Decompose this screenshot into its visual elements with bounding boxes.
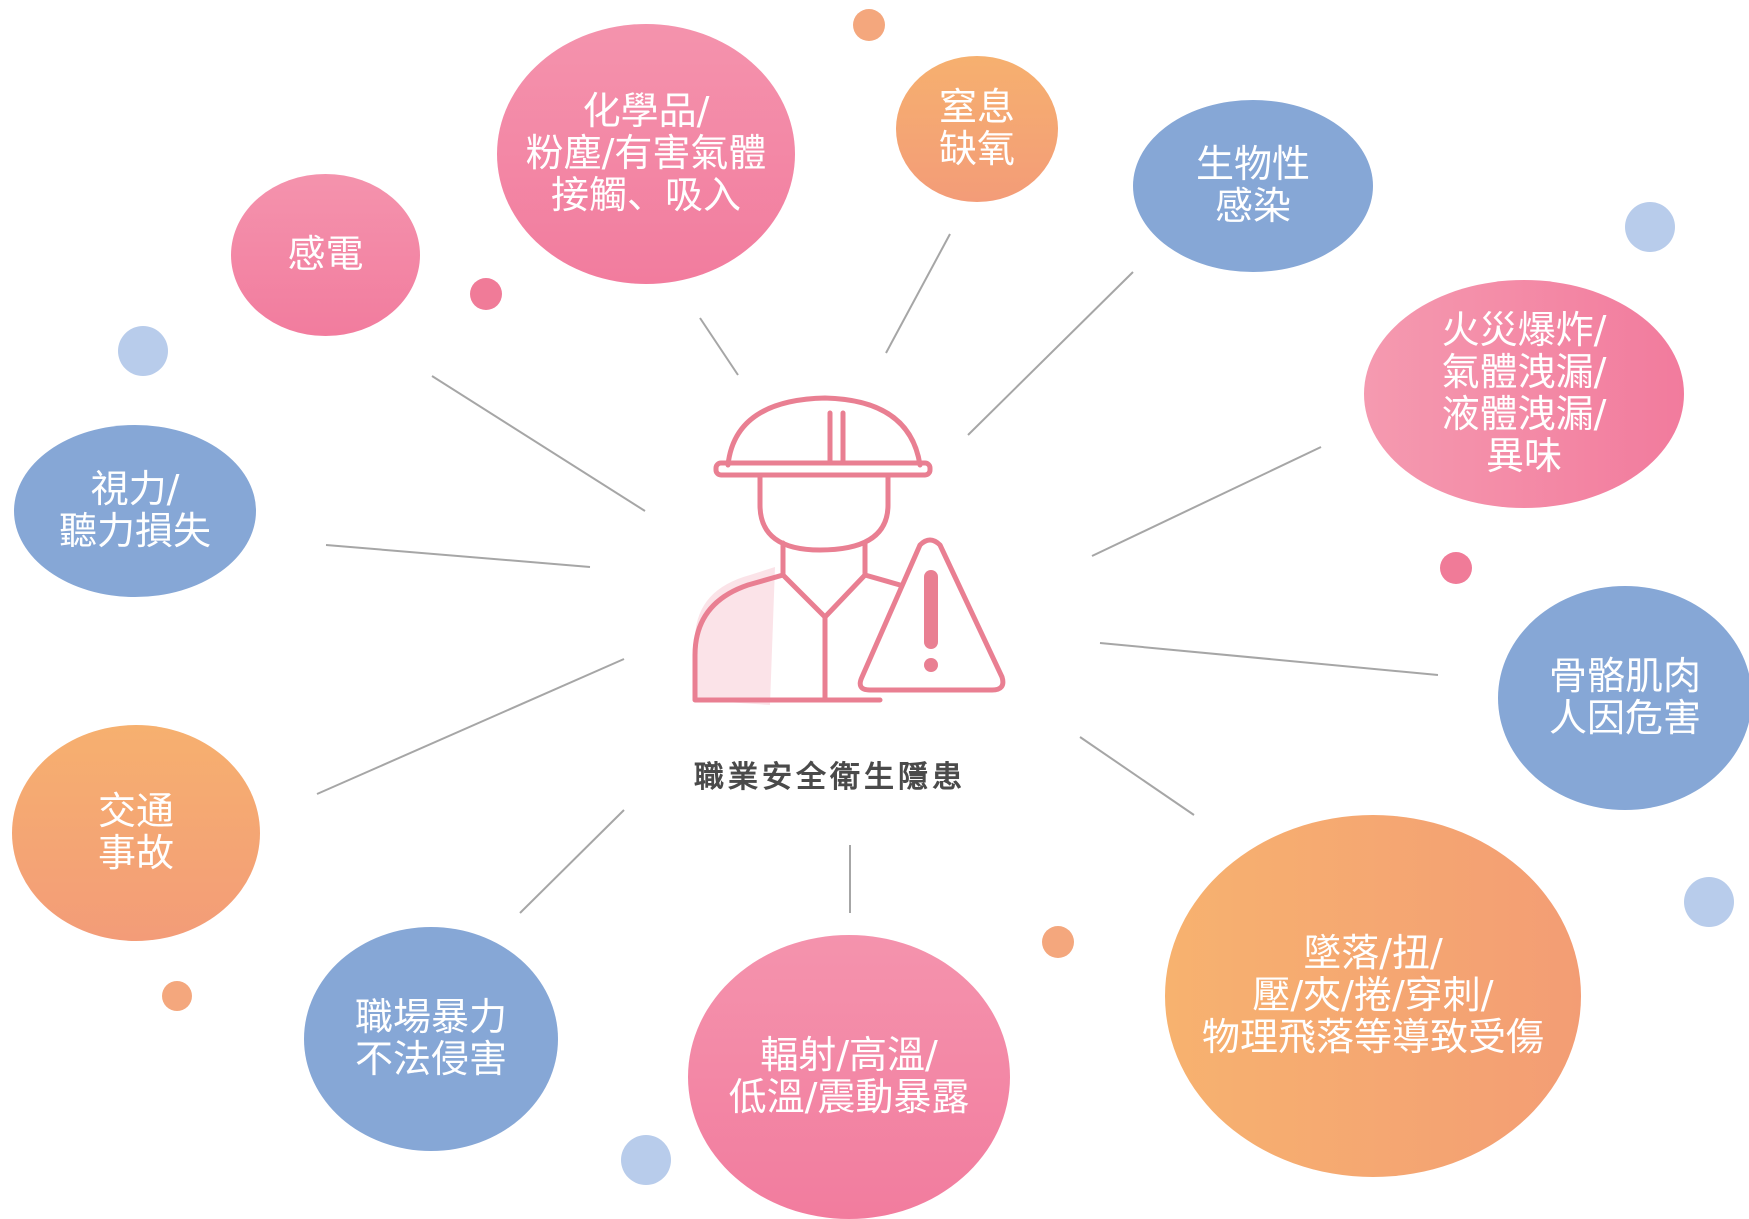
decor-dot <box>118 326 168 376</box>
hazard-label: 化學品/ <box>582 89 710 134</box>
hazard-label: 聽力損失 <box>58 509 211 553</box>
decor-dot <box>1625 202 1675 252</box>
hazard-label: 異味 <box>1485 433 1562 478</box>
hazard-label: 職場暴力 <box>354 995 507 1040</box>
decor-dot <box>470 278 502 310</box>
hazard-label: 低溫/震動暴露 <box>728 1075 970 1119</box>
connector-sight-hearing <box>325 544 591 568</box>
hazard-bubble-fire: 火災爆炸/ 氣體洩漏/ 液體洩漏/ 異味 <box>1364 280 1684 508</box>
hazard-label: 液體洩漏/ <box>1441 392 1607 436</box>
hazard-label: 輻射/高溫/ <box>760 1033 938 1078</box>
connector-electric <box>431 375 646 512</box>
hazard-label: 窒息 <box>938 85 1015 130</box>
hazard-bubble-radiation: 輻射/高溫/ 低溫/震動暴露 <box>688 935 1010 1219</box>
decor-dot <box>1440 552 1472 584</box>
hazard-label: 感染 <box>1214 184 1291 228</box>
center-title: 職業安全衛生隱患 <box>694 760 966 795</box>
hazard-bubble-falls: 墜落/扭/ 壓/夾/捲/穿刺/ 物理飛落等導致受傷 <box>1165 815 1581 1177</box>
hazard-label: 粉塵/有害氣體 <box>525 131 767 176</box>
hazard-bubble-biological: 生物性 感染 <box>1133 100 1373 272</box>
hazard-label: 人因危害 <box>1548 696 1701 740</box>
hazard-bubble-chemical: 化學品/ 粉塵/有害氣體 接觸、吸入 <box>497 24 795 284</box>
decor-dot <box>853 9 885 41</box>
hazard-label: 接觸、吸入 <box>550 172 741 217</box>
decor-dot <box>162 981 192 1011</box>
hazard-bubble-violence: 職場暴力 不法侵害 <box>304 927 558 1151</box>
hazard-label: 事故 <box>97 831 174 875</box>
hazard-label: 缺氧 <box>938 127 1015 171</box>
decor-dot <box>621 1135 671 1185</box>
connector-traffic <box>316 658 625 795</box>
hazard-bubble-electric: 感電 <box>231 174 420 336</box>
hazard-bubble-sight-hearing: 視力/ 聽力損失 <box>14 425 256 597</box>
hazard-label: 骨骼肌肉 <box>1548 654 1701 699</box>
hazard-label: 視力/ <box>90 467 180 512</box>
hazard-label: 不法侵害 <box>354 1037 507 1081</box>
connector-biological <box>967 271 1134 436</box>
connector-chemical <box>699 317 739 376</box>
hazard-bubble-suffocation: 窒息 缺氧 <box>896 56 1058 202</box>
hazard-bubble-ergonomic: 骨骼肌肉 人因危害 <box>1498 586 1749 810</box>
hazard-label: 交通 <box>97 789 174 834</box>
hazard-label: 生物性 <box>1195 142 1310 187</box>
hazard-label: 墜落/扭/ <box>1303 931 1443 976</box>
hazard-label: 物理飛落等導致受傷 <box>1201 1014 1544 1059</box>
connector-falls <box>1079 736 1195 816</box>
hazard-label: 感電 <box>287 232 364 277</box>
hazard-label: 氣體洩漏/ <box>1441 350 1607 395</box>
connector-violence <box>519 809 625 914</box>
hazard-bubble-traffic: 交通 事故 <box>12 725 260 941</box>
connector-ergonomic <box>1099 642 1439 676</box>
connector-fire <box>1091 446 1322 557</box>
hazard-label: 壓/夾/捲/穿刺/ <box>1252 973 1494 1018</box>
decor-dot <box>1684 877 1734 927</box>
connector-suffocation <box>885 233 951 354</box>
hazard-label: 火災爆炸/ <box>1441 308 1607 353</box>
decor-dot <box>1042 926 1074 958</box>
worker-with-hardhat-warning-icon <box>692 395 1006 705</box>
